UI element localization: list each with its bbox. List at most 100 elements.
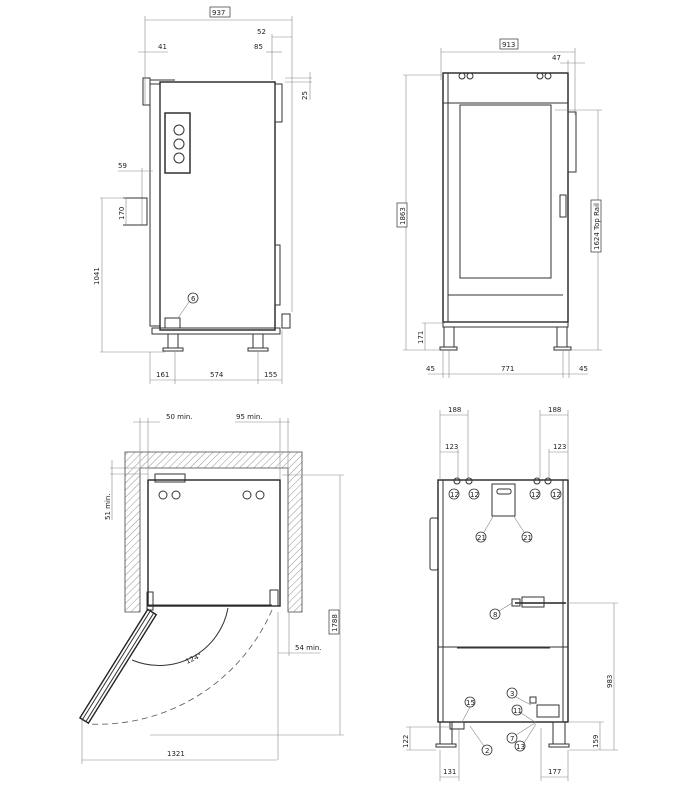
callout-8-label: 8 (493, 611, 497, 619)
callout-12: 12 (550, 488, 562, 500)
dim-159: 159 (592, 735, 600, 748)
dim-188-left: 188 (448, 406, 461, 414)
dim-41: 41 (158, 43, 167, 51)
rear-connector (281, 313, 291, 329)
dim-155: 155 (264, 371, 277, 379)
dim-top-rail: 1624 Top Rail (593, 203, 601, 250)
dim-123-right: 123 (553, 443, 566, 451)
callout-7-label: 7 (510, 735, 514, 743)
control-knob-icon (173, 152, 185, 164)
control-knob-icon (173, 124, 185, 136)
dim-85: 85 (254, 43, 263, 51)
dim-171: 171 (417, 331, 425, 344)
control-knob-icon (173, 138, 185, 150)
door-swing-arc (87, 609, 273, 725)
oven-body-front (442, 72, 569, 323)
dim-width-open: 1321 (167, 750, 185, 758)
side-handle (429, 517, 439, 571)
open-door[interactable] (78, 608, 158, 725)
callout-21-label: 21 (523, 534, 532, 542)
callout-21-label: 21 (477, 534, 486, 542)
callout-11-label: 11 (513, 707, 522, 715)
clearance-right: 95 min. (236, 413, 263, 421)
dim-45-right: 45 (579, 365, 588, 373)
control-panel (567, 111, 577, 173)
hatched-wall (124, 451, 303, 613)
callout-15-label: 15 (466, 699, 475, 707)
dim-overall-width: 913 (502, 41, 515, 49)
dim-771: 771 (501, 365, 514, 373)
dim-47: 47 (552, 54, 561, 62)
callout-13-label: 13 (516, 743, 525, 751)
dim-45-left: 45 (426, 365, 435, 373)
callout-8: 8 (489, 608, 501, 620)
gas-valve (521, 596, 545, 608)
foot (548, 743, 570, 748)
oven-body-side (159, 81, 276, 331)
foot (247, 347, 269, 352)
top-bracket (142, 77, 151, 106)
clearance-door: 54 min. (295, 644, 322, 652)
base-frame (151, 327, 281, 335)
bracket (491, 483, 516, 517)
dim-25: 25 (301, 91, 309, 100)
door-angle: 124° (184, 651, 203, 665)
plan-view: 50 min. 95 min. 51 min. 1788 54 min. 124… (78, 413, 344, 764)
callout-12: 12 (468, 488, 480, 500)
dim-574: 574 (210, 371, 224, 379)
dim-122: 122 (402, 735, 410, 748)
callout-3-label: 3 (510, 690, 514, 698)
leg (556, 326, 568, 348)
dim-overall-depth: 937 (212, 9, 225, 17)
callout-7: 7 (506, 732, 518, 744)
rear-vent (274, 83, 283, 123)
callout-6: 6 (191, 295, 196, 303)
dim-52: 52 (257, 28, 266, 36)
foot (439, 346, 458, 351)
callout-15: 15 (464, 696, 476, 708)
drain-component (536, 704, 560, 718)
callout-12-label: 12 (552, 491, 561, 499)
callout-12: 12 (448, 488, 460, 500)
dim-177: 177 (548, 768, 561, 776)
door-edge (149, 83, 161, 327)
front-view: 913 47 1863 1624 Top Rail 171 45 771 45 (396, 38, 602, 378)
callout-21: 21 (475, 531, 487, 543)
dim-123-left: 123 (445, 443, 458, 451)
rear-view: 12 12 12 12 21 21 8 3 15 11 7 13 2 188 1… (402, 406, 618, 781)
callout-11: 11 (511, 704, 523, 716)
door-handle[interactable] (559, 194, 567, 218)
angle-arc (131, 607, 229, 666)
side-view: 937 52 41 85 25 59 170 1041 6 161 574 15… (93, 6, 312, 384)
callout-3: 3 (506, 687, 518, 699)
oven-body-plan (147, 479, 281, 607)
dim-1041: 1041 (93, 267, 101, 285)
foot (553, 346, 572, 351)
door-window (459, 104, 552, 279)
component-box (164, 317, 181, 329)
foot (435, 743, 457, 748)
oven-body-rear (437, 479, 569, 723)
callout-12: 12 (529, 488, 541, 500)
leg (167, 333, 179, 349)
callout-2: 2 (481, 744, 493, 756)
dim-161: 161 (156, 371, 169, 379)
callout-21: 21 (521, 531, 533, 543)
dim-170: 170 (118, 207, 126, 220)
dim-983: 983 (606, 675, 614, 688)
base-frame (442, 321, 569, 328)
dim-overall-height: 1863 (399, 207, 407, 225)
top-component (154, 473, 186, 483)
dim-188-right: 188 (548, 406, 561, 414)
foot (162, 347, 184, 352)
callout-2-label: 2 (485, 747, 489, 755)
rear-panel (274, 244, 281, 306)
clearance-rear: 51 min. (104, 493, 112, 520)
leg (252, 333, 264, 349)
callout-12-label: 12 (531, 491, 540, 499)
dim-59: 59 (118, 162, 127, 170)
control-panel (164, 112, 191, 174)
dim-131: 131 (443, 768, 456, 776)
leg (443, 326, 455, 348)
